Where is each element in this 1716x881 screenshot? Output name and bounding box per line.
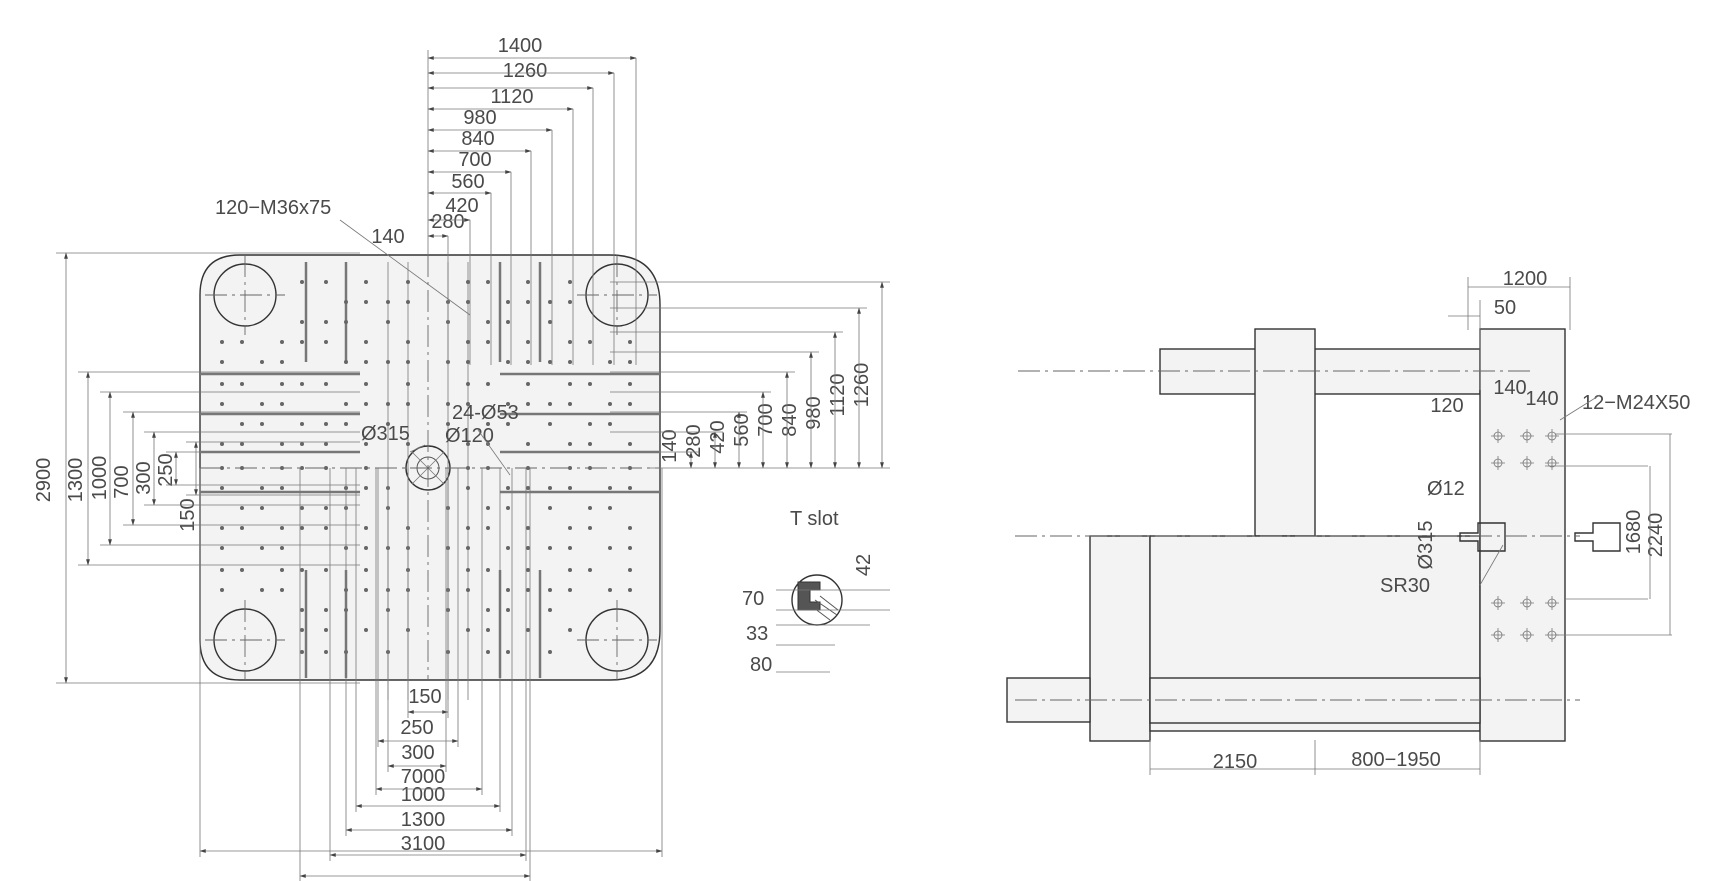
dim-r-420: 420 [707, 420, 729, 453]
dim-700: 700 [111, 465, 133, 498]
top-dimensions: 1400 1260 1120 980 840 700 560 420 280 1… [371, 35, 547, 248]
platen-front-view: 1400 1260 1120 980 840 700 560 420 280 1… [33, 35, 890, 881]
dim-1200: 1200 [1503, 268, 1548, 290]
label-thread-m24: 12−M24X50 [1582, 392, 1690, 414]
dim-b-300: 300 [401, 742, 434, 764]
label-24-holes: 24-Ø53 [452, 402, 519, 424]
dim-140a: 140 [1493, 377, 1526, 399]
dim-1120: 1120 [490, 86, 533, 108]
dim-r-1120: 1120 [827, 373, 849, 416]
dim-280: 280 [431, 211, 464, 233]
dim-b-1300: 1300 [401, 809, 446, 831]
dim-120: 120 [1430, 395, 1463, 417]
dim-r-140: 140 [659, 429, 681, 462]
left-dimensions: 2900 1300 1000 700 300 250 150 [33, 453, 199, 531]
dim-420: 420 [445, 195, 478, 217]
label-phi12: Ø12 [1427, 478, 1465, 500]
dim-b-1000: 1000 [401, 784, 446, 806]
dim-r-840: 840 [779, 403, 801, 436]
dim-b-250: 250 [400, 717, 433, 739]
dim-50: 50 [1494, 297, 1516, 319]
dim-150: 150 [177, 498, 199, 531]
dimension-lines [56, 50, 890, 881]
tslot-80: 80 [750, 654, 772, 676]
right-dimensions: 140 280 420 560 700 840 980 1120 1260 [659, 363, 873, 463]
dim-840: 840 [461, 128, 494, 150]
tslot-33: 33 [746, 623, 768, 645]
tslot-42: 42 [853, 554, 875, 576]
machine-side-view: 1200 50 120 140 140 12−M24X50 Ø12 Ø315 S… [1006, 268, 1691, 775]
dim-1260: 1260 [503, 60, 548, 82]
dim-b-150: 150 [408, 686, 441, 708]
label-thread-holes: 120−M36x75 [215, 197, 331, 219]
label-sr30: SR30 [1380, 575, 1430, 597]
dim-980: 980 [463, 107, 496, 129]
dim-700: 700 [458, 149, 491, 171]
dim-r-980: 980 [803, 396, 825, 429]
dim-300: 300 [133, 461, 155, 494]
t-slot-title: T slot [790, 508, 839, 530]
dim-1300: 1300 [65, 458, 87, 503]
dim-1000: 1000 [89, 456, 111, 501]
tie-bar-holes [205, 255, 657, 680]
dim-140: 140 [371, 226, 404, 248]
t-slot-detail: T slot 42 70 33 80 [742, 508, 890, 676]
dim-2150: 2150 [1213, 751, 1258, 773]
dim-r-280: 280 [683, 424, 705, 457]
dim-1680: 1680 [1623, 510, 1645, 555]
dim-250: 250 [155, 453, 177, 486]
platen-outline [199, 254, 661, 681]
dim-560: 560 [451, 171, 484, 193]
tslot-70: 70 [742, 588, 764, 610]
dim-r-700: 700 [755, 403, 777, 436]
dim-1400: 1400 [498, 35, 543, 57]
front-labels: 120−M36x75 24-Ø53 Ø315 Ø120 [215, 197, 519, 447]
dim-r-560: 560 [731, 413, 753, 446]
dim-b-3100: 3100 [401, 833, 446, 855]
side-dimensions: 1200 50 120 140 140 12−M24X50 Ø12 Ø315 S… [1213, 268, 1691, 773]
label-dia-315: Ø315 [361, 423, 410, 445]
dim-2900: 2900 [33, 458, 55, 503]
dim-2240: 2240 [1645, 513, 1667, 558]
label-dia-120: Ø120 [445, 425, 494, 447]
dim-b-7000: 7000 [401, 766, 446, 788]
dim-r-1260: 1260 [851, 363, 873, 408]
dim-140b: 140 [1525, 388, 1558, 410]
dim-800-1950: 800−1950 [1351, 749, 1441, 771]
label-phi315: Ø315 [1415, 521, 1437, 570]
